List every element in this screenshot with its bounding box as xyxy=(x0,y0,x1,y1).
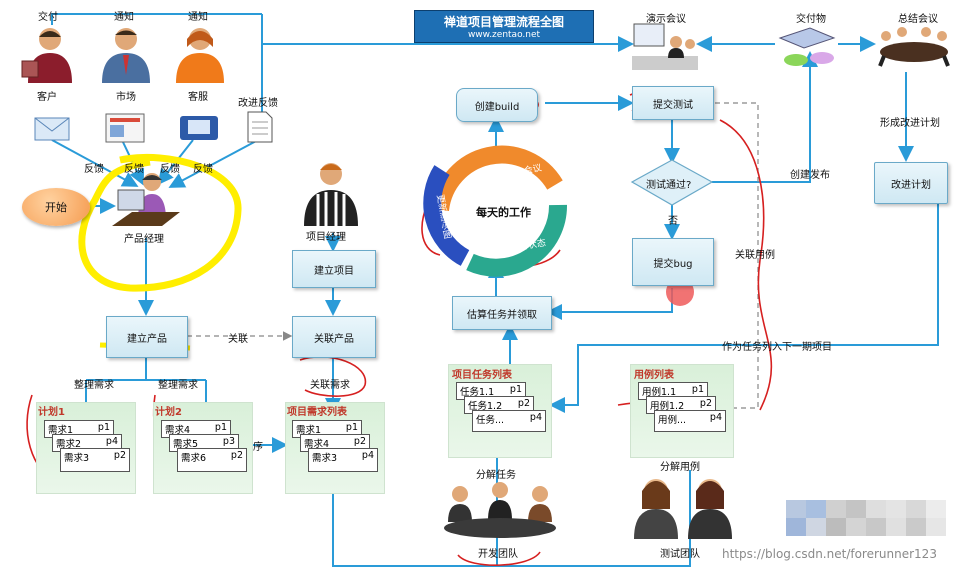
create-product-box: 建立产品 xyxy=(106,316,188,358)
start-node: 开始 xyxy=(22,188,90,226)
task-list-title: 项目任务列表 xyxy=(452,370,512,381)
sort-label: 排序 xyxy=(243,442,263,453)
relate-case-label: 关联用例 xyxy=(735,250,775,261)
test-pass-label: 测试通过? xyxy=(646,180,692,191)
deliverable-label: 交付物 xyxy=(796,14,826,25)
feedback-label-2: 反馈 xyxy=(124,164,144,175)
split-case-label: 分解用例 xyxy=(660,462,700,473)
feedback-label-3: 反馈 xyxy=(160,164,180,175)
next-period-label: 作为任务列入下一期项目 xyxy=(722,342,832,353)
daily-cycle-ring xyxy=(423,145,568,277)
task-row-3: 任务...p4 xyxy=(472,410,546,432)
improve-plan-form-label: 形成改进计划 xyxy=(880,118,940,129)
plan2-title: 计划2 xyxy=(155,407,182,418)
document-icon xyxy=(247,111,273,143)
feedback-label-1: 反馈 xyxy=(84,164,104,175)
project-manager-label: 项目经理 xyxy=(306,232,346,243)
product-manager-icon xyxy=(112,173,180,226)
submit-bug-box: 提交bug xyxy=(632,238,714,286)
market-action-label: 通知 xyxy=(114,12,134,23)
service-label: 客服 xyxy=(188,92,208,103)
improve-feedback-label: 改进反馈 xyxy=(238,98,278,109)
relate-req-label: 关联需求 xyxy=(310,380,350,391)
customer-person-icon xyxy=(21,28,72,83)
test-team-label: 测试团队 xyxy=(660,549,700,560)
dev-team-label: 开发团队 xyxy=(478,549,518,560)
yellow-highlight xyxy=(78,153,242,292)
create-release-label: 创建发布 xyxy=(790,170,830,181)
relate-label: 关联 xyxy=(228,334,248,345)
submit-test-box: 提交测试 xyxy=(632,86,714,120)
split-task-label: 分解任务 xyxy=(476,470,516,481)
demo-meeting-label: 演示会议 xyxy=(646,14,686,25)
organize-req-label-1: 整理需求 xyxy=(74,380,114,391)
summary-meeting-icon xyxy=(878,27,950,67)
market-person-icon xyxy=(102,28,150,83)
envelope-icon xyxy=(34,117,70,141)
case-list-title: 用例列表 xyxy=(634,370,674,381)
phone-icon xyxy=(180,116,218,140)
customer-action-label: 交付 xyxy=(38,12,58,23)
dev-team-icon xyxy=(444,482,556,538)
feedback-label-4: 反馈 xyxy=(193,164,213,175)
product-manager-label: 产品经理 xyxy=(124,234,164,245)
demo-meeting-icon xyxy=(632,23,698,70)
decision-diamond xyxy=(630,159,714,206)
improve-plan-box: 改进计划 xyxy=(874,162,948,204)
project-manager-icon xyxy=(304,163,358,226)
no-label: 否 xyxy=(668,216,678,227)
blur-mosaic xyxy=(786,500,956,570)
webpage-icon xyxy=(105,113,145,143)
title-url: www.zentao.net xyxy=(467,30,541,40)
estimate-task-box: 估算任务并领取 xyxy=(452,296,552,330)
case-row-3: 用例...p4 xyxy=(654,410,726,432)
summary-meeting-label: 总结会议 xyxy=(898,14,938,25)
deliverable-icon xyxy=(778,27,836,66)
customer-label: 客户 xyxy=(37,92,57,103)
market-label: 市场 xyxy=(116,92,136,103)
create-project-box: 建立项目 xyxy=(292,250,376,288)
service-action-label: 通知 xyxy=(188,12,208,23)
service-person-icon xyxy=(176,28,224,83)
project-req-title: 项目需求列表 xyxy=(287,407,347,418)
test-team-icon xyxy=(634,479,732,539)
cycle-center-label: 每天的工作 xyxy=(476,206,531,219)
organize-req-label-2: 整理需求 xyxy=(158,380,198,391)
diagram-title-box: 禅道项目管理流程全图 www.zentao.net xyxy=(414,10,594,43)
plan1-title: 计划1 xyxy=(38,407,65,418)
create-build-box: 创建build xyxy=(456,88,538,122)
relate-product-box: 关联产品 xyxy=(292,316,376,358)
page-title: 禅道项目管理流程全图 xyxy=(443,15,564,29)
watermark-url: https://blog.csdn.net/forerunner123 xyxy=(722,547,937,561)
